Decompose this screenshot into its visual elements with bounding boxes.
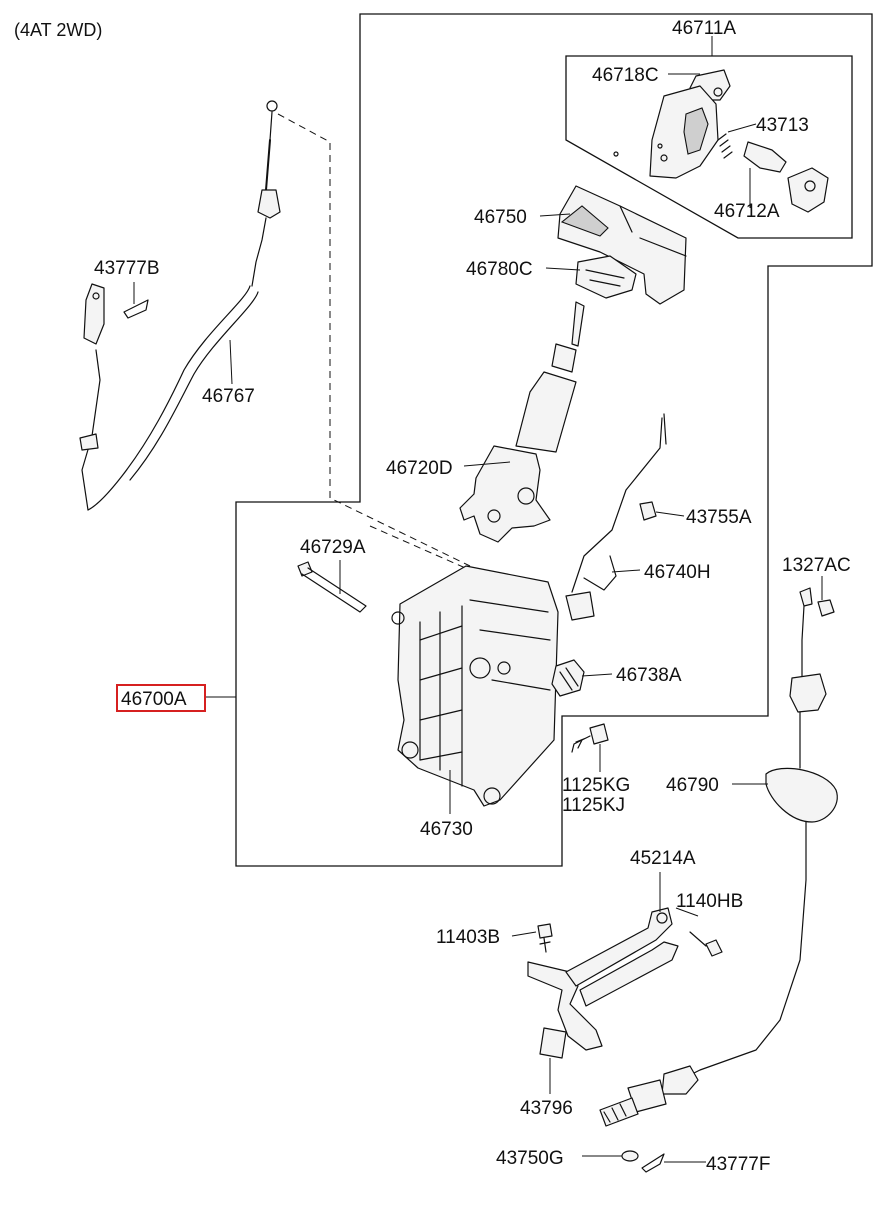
label-1125KG: 1125KG — [562, 775, 630, 796]
label-46718C: 46718C — [592, 65, 659, 86]
nut-1327AC — [817, 599, 835, 617]
label-43755A: 43755A — [686, 507, 752, 528]
label-46780C: 46780C — [466, 259, 533, 280]
clip-43796 — [539, 1027, 567, 1059]
label-46750: 46750 — [474, 207, 527, 228]
shift-knob — [613, 85, 719, 179]
cable-46767 — [79, 100, 281, 511]
label-43777B: 43777B — [94, 258, 160, 279]
switch-46738A — [551, 659, 585, 697]
label-46740H: 46740H — [644, 562, 711, 583]
indicator-panel-46750 — [557, 185, 687, 305]
label-46711A: 46711A — [672, 18, 736, 39]
button-46712A — [743, 141, 829, 213]
knob-assembly-46711A-outline — [565, 55, 853, 239]
label-46720D: 46720D — [386, 458, 453, 479]
highlight-box-46700A — [116, 684, 206, 712]
assembly-46700A-outline — [235, 13, 873, 867]
label-43777F: 43777F — [706, 1154, 770, 1175]
bolt-1140HB — [689, 931, 723, 957]
label-46700A[interactable]: 46700A — [121, 689, 187, 710]
label-46712A: 46712A — [714, 201, 780, 222]
cable-46790 — [599, 587, 838, 1127]
label-46729A: 46729A — [300, 537, 366, 558]
label-46790: 46790 — [666, 775, 719, 796]
spring-43713 — [717, 133, 733, 159]
variant-label: (4AT 2WD) — [14, 20, 102, 40]
label-43796: 43796 — [520, 1098, 573, 1119]
label-1140HB: 1140HB — [676, 891, 743, 912]
shift-lever-46720D — [459, 301, 585, 543]
label-45214A: 45214A — [630, 848, 696, 869]
dashed-reference-46729A — [369, 525, 471, 571]
clip-43777F — [641, 1153, 665, 1173]
bracket-45214A — [527, 907, 679, 1051]
indicator-plate-46780C — [575, 255, 637, 299]
label-46738A: 46738A — [616, 665, 682, 686]
label-43750G: 43750G — [496, 1148, 564, 1169]
label-11403B: 11403B — [436, 927, 500, 948]
label-1125KJ: 1125KJ — [562, 795, 625, 816]
leader-lines — [133, 36, 823, 1163]
label-46730: 46730 — [420, 819, 473, 840]
label-1327AC: 1327AC — [782, 555, 851, 576]
washer-43750G — [621, 1150, 639, 1162]
dashed-reference-46767 — [277, 113, 471, 567]
base-bracket-46730 — [391, 565, 559, 807]
bolt-1125KG — [571, 723, 609, 753]
clip-43777B — [123, 299, 149, 319]
label-46767: 46767 — [202, 386, 255, 407]
bolt-11403B — [537, 923, 553, 953]
label-43713: 43713 — [756, 115, 809, 136]
clip-43755A — [639, 501, 657, 521]
pin-46729A — [297, 561, 367, 613]
wiring-harness-46740H — [565, 413, 667, 621]
